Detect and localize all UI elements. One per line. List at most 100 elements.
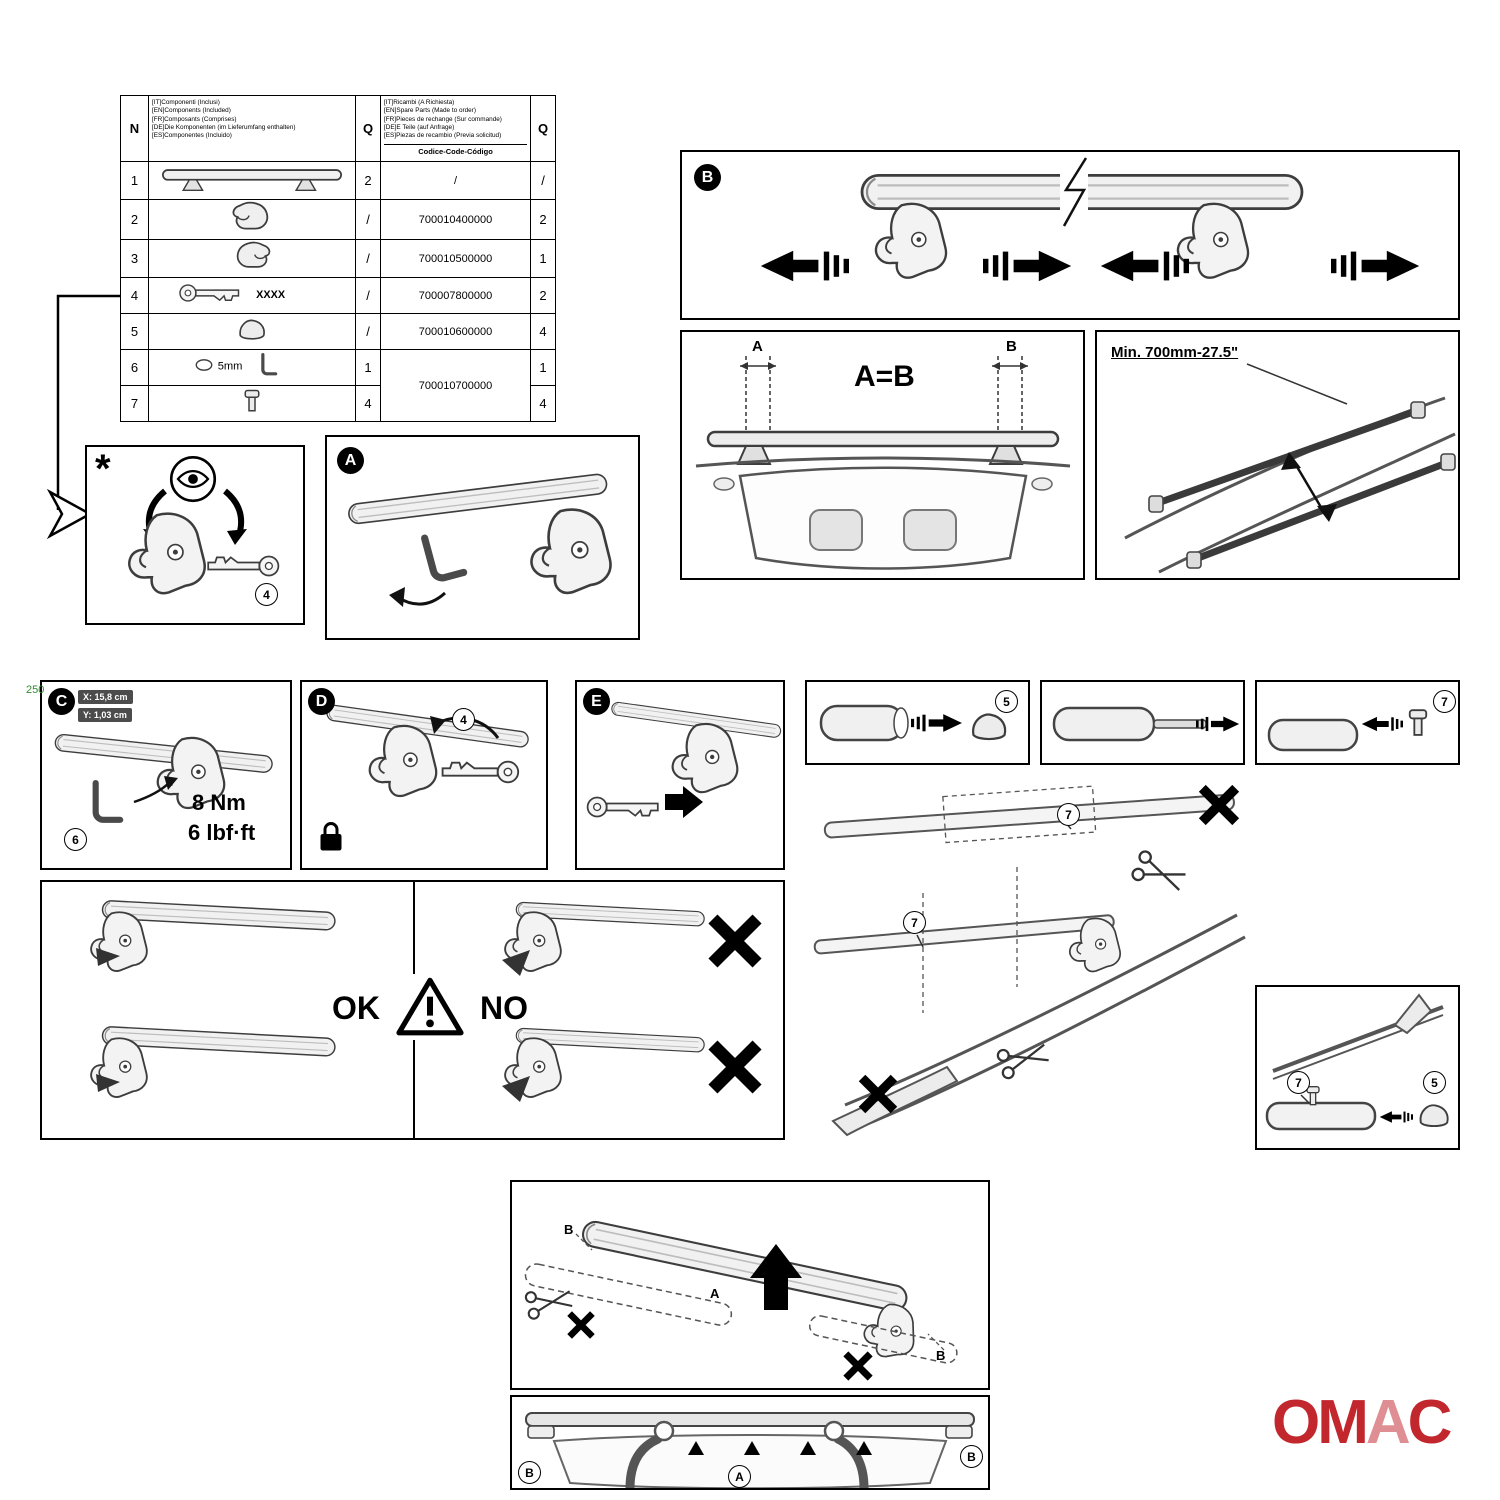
foot-icon [368,724,438,798]
part-image-cell [148,313,356,350]
lift-arrow [750,1244,802,1310]
car-roof-line [695,456,1071,468]
panel-ok-no: OK NO [40,880,785,1140]
spare-line: [ES]Piezas de recambio (Previa solicitud… [384,132,502,140]
cross-bar-icon [157,163,347,193]
bar-end-icon [1265,1101,1377,1131]
part-code: 700010600000 [380,313,531,350]
allen-key-icon: 5mm [195,353,278,376]
qty-spare: 4 [530,385,556,422]
panel-install: B A B [510,1180,990,1390]
table-row: 6 5mm 1 700010700000 1 [120,349,556,422]
part-n: 3 [120,239,149,278]
qty-included: 1 [355,349,381,386]
bar-end-icon [819,704,905,742]
label-a: A [710,1286,720,1301]
table-row: 5 / 700010600000 4 [120,313,556,350]
mounting-clamp-icon [228,201,276,233]
slide-left-arrow [1100,250,1189,282]
callout-5: 5 [1423,1071,1446,1094]
logo-om: OM [1272,1388,1369,1457]
fixing-pin-icon [1408,709,1428,736]
allen-key-icon [425,531,464,580]
logo-a: A [1365,1388,1411,1457]
clamp-icon [128,512,206,595]
page-marker: 250 [26,684,45,696]
part-image-cell: XXXX [148,277,356,314]
lock-icon [318,821,344,853]
windshield [738,466,1028,570]
equation-label: A=B [854,360,915,393]
warning-triangle-icon [394,974,466,1040]
part-code: 700010400000 [380,199,531,240]
table-row: 3 / 700010500000 1 [120,239,556,278]
table-row: 2 / 700010400000 2 [120,199,556,240]
cross-bar-icon [579,1218,910,1314]
callout-4: 4 [452,708,475,731]
spare-line: [DE]E Teile (auf Anfrage) [384,123,455,131]
included-line: [IT]Componenti (Inclusi) [152,99,220,106]
step-e-illustration [586,700,783,818]
equal-spacing-illustration [695,356,1071,570]
callout-b-right: B [960,1445,983,1468]
parts-table: N [IT]Componenti (Inclusi) [EN]Component… [120,95,556,422]
logo-c: C [1407,1388,1453,1457]
scissors-icon [1129,848,1190,898]
callout-a: A [728,1465,751,1488]
min-distance-illustration [1124,363,1456,574]
slide-arrow [1196,716,1240,732]
qty-spare: 1 [530,239,556,278]
dim-a-label: A [752,338,763,355]
code-header: Codice-Code-Código [384,143,527,157]
qty-included: / [355,239,381,278]
qty-included: / [355,199,381,240]
panel-step-b: B [680,150,1460,320]
x-dimension-chip: X: 15,8 cm [78,690,133,704]
part-code: / [380,161,531,200]
panel-corner-detail: 7 5 [1255,985,1460,1150]
panel-rod-step [1040,680,1245,765]
y-dimension-chip: Y: 1,03 cm [78,708,132,722]
callout-7: 7 [1287,1071,1310,1094]
roof-cut-illustration [813,775,1246,1137]
step-a-illustration [346,471,612,607]
table-row: 1 2 / / [120,161,556,200]
bar-icon [1052,706,1156,742]
table-row: 7 4 4 [120,385,556,422]
slide-right-arrow [1331,250,1420,282]
included-line: [DE]Die Komponenten (im Lieferumfang ent… [152,123,296,131]
part-code: 700010500000 [380,239,531,278]
part-image-cell [148,199,356,240]
col-q-header: Q [355,95,381,162]
step-d-badge: D [308,688,335,715]
cross-bar-icon [706,430,1060,448]
install-illustration [524,1218,958,1388]
foot-icon [874,202,948,279]
step-e-badge: E [583,688,610,715]
hand-icon [823,1420,845,1442]
qty-included: / [355,277,381,314]
omac-logo: OMAC [1272,1392,1452,1454]
callout-6: 6 [64,828,87,851]
col-q2-header: Q [530,95,556,162]
callout-b-left: B [518,1461,541,1484]
panel-key-lock-detail: * 4 [85,445,305,625]
step-c-illustration [53,732,275,868]
callout-7: 7 [903,911,926,934]
pin-illustration [1267,709,1428,752]
slide-right-arrow [983,250,1072,282]
label-b-top: B [564,1222,574,1237]
ok-label: OK [332,990,380,1026]
key-icon: XXXX [179,284,286,302]
cross-bar-icon [525,1412,975,1427]
allen-key-icon [96,783,121,820]
headrest [903,509,957,551]
end-cap-icon [1419,1104,1449,1128]
part-image-cell [148,161,356,200]
x-mark-icon [713,919,757,963]
step-b-badge: B [694,164,721,191]
headrest [809,509,863,551]
hands-illustration [525,1412,975,1488]
cross-bar-icon [813,914,1115,955]
foot-icon [530,508,612,595]
